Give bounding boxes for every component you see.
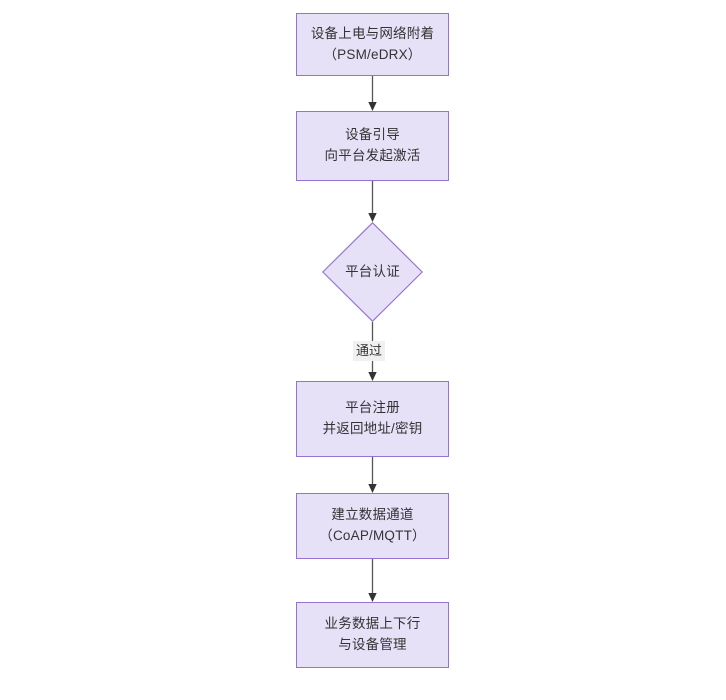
flow-node-platform-auth[interactable]: 平台认证: [322, 222, 423, 322]
flow-node-platform-auth-label: 平台认证: [345, 263, 400, 279]
flow-edge-n4-n5: [366, 457, 379, 494]
flow-node-platform-register[interactable]: 平台注册 并返回地址/密钥: [296, 381, 449, 457]
flow-node-device-bootstrap[interactable]: 设备引导 向平台发起激活: [296, 111, 449, 181]
flow-node-device-power-on-line2: （PSM/eDRX）: [323, 46, 422, 62]
flow-edge-n2-n3: [366, 181, 379, 223]
flow-node-data-channel[interactable]: 建立数据通道 （CoAP/MQTT）: [296, 493, 449, 559]
arrow-down-icon: [368, 559, 377, 602]
flow-node-business-data[interactable]: 业务数据上下行 与设备管理: [296, 602, 449, 668]
flow-node-device-power-on[interactable]: 设备上电与网络附着 （PSM/eDRX）: [296, 13, 449, 76]
flow-node-device-bootstrap-line1: 设备引导: [345, 127, 400, 143]
flow-node-device-power-on-line1: 设备上电与网络附着: [310, 25, 435, 41]
arrow-down-icon: [368, 181, 377, 222]
flow-node-business-data-line1: 业务数据上下行: [324, 616, 421, 632]
arrow-down-icon: [368, 76, 377, 111]
flow-edge-n5-n6: [366, 559, 379, 603]
flow-edge-label-pass: 通过: [353, 341, 386, 362]
flow-node-platform-register-line2: 并返回地址/密钥: [322, 421, 423, 436]
arrow-down-icon: [368, 457, 377, 493]
flow-node-device-bootstrap-line2: 向平台发起激活: [324, 148, 421, 163]
flow-node-data-channel-line1: 建立数据通道: [331, 507, 414, 523]
diamond-shape-icon: [322, 222, 423, 322]
flow-node-platform-register-line1: 平台注册: [345, 400, 400, 416]
flow-edge-n1-n2: [366, 76, 379, 112]
flow-node-business-data-line2: 与设备管理: [338, 637, 407, 652]
flow-node-data-channel-line2: （CoAP/MQTT）: [319, 528, 426, 543]
